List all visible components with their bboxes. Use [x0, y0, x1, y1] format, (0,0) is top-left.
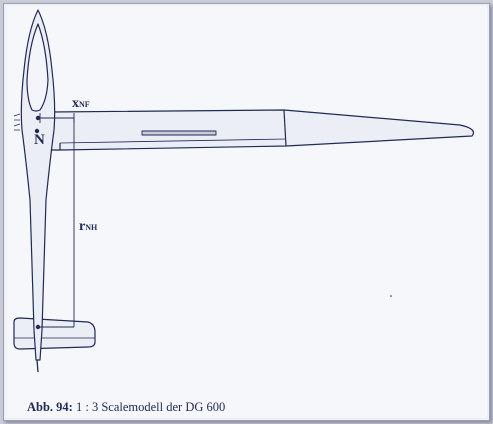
- wing-outline: [49, 109, 475, 151]
- caption-text: Scalemodell der DG 600: [101, 400, 226, 414]
- tailplane-outline: [13, 317, 96, 350]
- wing-flap-line-2: [59, 138, 287, 144]
- rnh-label: rNH: [79, 218, 97, 234]
- canopy-outline: [26, 23, 49, 112]
- rnh-subscript: NH: [85, 223, 98, 232]
- tail-skid-spike: [36, 359, 39, 373]
- figure-frame: [3, 3, 490, 421]
- figure-caption: Abb. 94: 1 : 3 Scalemodell der DG 600: [27, 400, 225, 415]
- tail-point-dot: [35, 324, 41, 330]
- wing-neutral-point-dot: [35, 115, 41, 121]
- wing-root-fairing: [13, 113, 21, 131]
- n-point-dot: [34, 128, 40, 134]
- caption-scale: 1 : 3: [75, 400, 99, 414]
- caption-figure-number: Abb. 94:: [27, 400, 73, 414]
- wing-panel-line: [283, 109, 287, 147]
- rnh-symbol: r: [79, 219, 86, 234]
- xnf-label: xNF: [72, 95, 90, 111]
- xnf-subscript: NF: [79, 100, 90, 109]
- stray-dot: [390, 295, 392, 297]
- n-point-label: N: [34, 132, 45, 148]
- xnf-symbol: x: [72, 96, 79, 111]
- airbrake-slot: [141, 130, 217, 136]
